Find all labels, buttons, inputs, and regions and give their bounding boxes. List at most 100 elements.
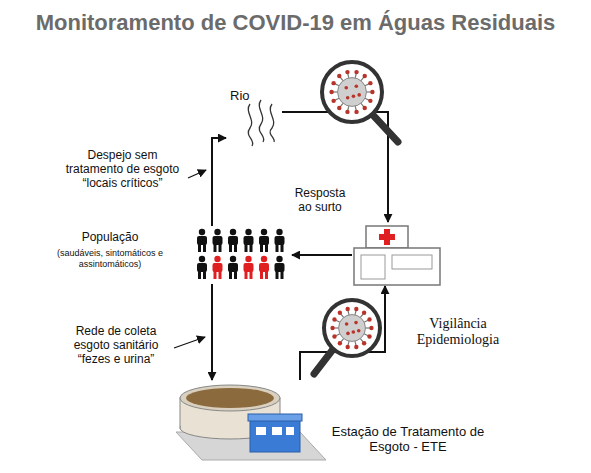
tank-rim [180,385,280,411]
plant-window [272,427,282,435]
wave-line [270,104,274,142]
people-icons [197,229,285,279]
treatment-plant-icon [176,385,326,460]
person-head [276,256,282,262]
person-head [199,229,205,235]
person-leg [234,244,237,252]
person-leg [276,271,279,279]
person-leg [260,244,263,252]
tank-sludge [186,388,274,408]
node-heading: Estação de Tratamento de Esgoto - ETE [328,424,488,454]
person-leg [245,271,248,279]
person-head [230,229,236,235]
virus-spike-tip [354,345,358,349]
person-leg [281,244,284,252]
person-head [276,229,282,235]
virus-spike-tip [369,326,373,330]
person-leg [229,244,232,252]
node-text-block: Estação de Tratamento de Esgoto - ETE [328,424,488,454]
leader-line [188,170,206,178]
virus-dot [352,95,356,99]
virus-spike-tip [362,311,366,315]
person-icon [228,256,238,279]
person-body [228,263,238,272]
hospital-window [392,255,432,269]
virus-dot [345,322,349,326]
person-head [245,256,251,262]
person-leg [214,244,217,252]
person-head [214,256,220,262]
person-icon [213,256,223,279]
node-text-block: População(saudáveis, sintomáticos e assi… [34,230,186,270]
node-subtext: (saudáveis, sintomáticos e assintomático… [34,248,186,270]
person-leg [245,244,248,252]
virus-spike-tip [330,326,334,330]
person-leg [219,271,222,279]
magnifier-icons [314,62,398,374]
virus-body [339,315,366,342]
person-body [244,263,254,272]
virus-spike-tip [354,70,358,74]
person-leg [265,244,268,252]
person-icon [197,256,207,279]
red-cross [379,234,395,240]
virus-spike-tip [368,81,372,85]
virus-dot [355,84,359,88]
virus-spike-tip [345,307,349,311]
flow-arrow [212,138,226,226]
person-body [213,263,223,272]
person-leg [250,271,253,279]
virus-spike-tip [354,307,358,311]
virus-spike-tip [345,110,349,114]
virus-spike-tip [345,70,349,74]
person-body [275,236,285,245]
person-leg [219,244,222,252]
person-head [199,256,205,262]
magnifier-handle [372,114,398,142]
population-node: População(saudáveis, sintomáticos e assi… [194,226,292,284]
virus-icon [330,307,373,349]
virus-dot [357,329,361,333]
person-icon [275,229,285,252]
person-body [228,236,238,245]
person-head [245,229,251,235]
virus-spike-tip [370,90,374,94]
river-waves [248,100,274,146]
virus-dot [354,321,358,325]
person-leg [198,244,201,252]
magnifier-lens [324,300,380,356]
person-leg [203,271,206,279]
virus-spike-tip [338,311,342,315]
virus-spike-tip [337,106,341,110]
flow-arrow [282,112,388,222]
treatment-plant-node: Estação de Tratamento de Esgoto - ETE [176,380,326,462]
virus-spike-tip [331,81,335,85]
virus-spike-tip [345,345,349,349]
magnifier [314,300,380,374]
person-leg [214,271,217,279]
plant-window [286,427,294,435]
virus-spike-tip [338,341,342,345]
virus-spike-tip [331,99,335,103]
virus-spike-tip [332,334,336,338]
person-head [230,256,236,262]
magnifier [322,62,398,142]
wave-line [259,100,264,142]
person-leg [276,244,279,252]
callout-note: Rede de coleta esgoto sanitário “fezes e… [60,324,172,366]
node-heading: Rio [230,88,270,103]
person-icon [244,229,254,252]
node-text-block: Resposta ao surto [290,186,350,214]
callout-note: Despejo sem tratamento de esgoto “locais… [60,148,185,190]
virus-dot [357,93,361,97]
plant-window [256,427,266,435]
virus-dot [346,96,350,100]
person-head [214,229,220,235]
person-icon [213,229,223,252]
person-head [261,229,267,235]
virus-spike-tip [367,317,371,321]
person-leg [260,271,263,279]
person-icon [259,229,269,252]
leader-arrows [174,170,206,348]
